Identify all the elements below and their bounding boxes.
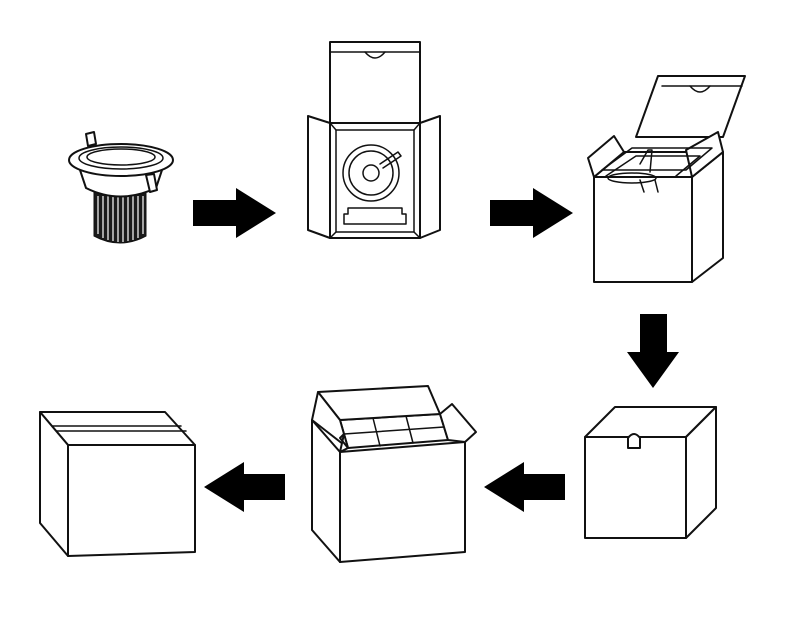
seal-label <box>627 433 641 449</box>
carton-front-flap <box>339 433 349 453</box>
spring-clip-right <box>145 173 158 193</box>
step-1-downlight-icon <box>68 131 174 244</box>
arrow-left-2 <box>204 462 285 512</box>
left-flap <box>307 115 331 239</box>
insert-disc <box>342 144 400 202</box>
arrow-down <box>627 314 679 388</box>
carton-right-flap <box>439 403 477 443</box>
carton-front-face <box>67 444 196 557</box>
spring-clip-left <box>85 131 97 147</box>
step-4-sealed-box-icon <box>584 406 717 539</box>
insert-base <box>343 207 407 225</box>
carton-left-flap <box>311 391 349 449</box>
box-lid <box>329 41 421 124</box>
sealed-box-side <box>685 406 717 539</box>
carton-tape <box>51 425 187 432</box>
step-2-inner-box-icon <box>307 41 441 239</box>
arrow-left-1 <box>484 462 565 512</box>
right-flap <box>419 115 441 239</box>
step-6-sealed-carton-icon <box>39 411 196 557</box>
arrow-right-1 <box>193 188 276 238</box>
carton-front <box>339 441 466 563</box>
box-front-face <box>593 176 693 283</box>
step-3-box-with-product-icon <box>587 75 746 283</box>
arrow-right-2 <box>490 188 573 238</box>
step-5-master-carton-icon <box>311 385 477 563</box>
heatsink-fins <box>93 191 147 244</box>
sealed-box-front <box>584 436 687 539</box>
carton-left-side <box>311 419 341 563</box>
raised-lid <box>635 75 746 138</box>
